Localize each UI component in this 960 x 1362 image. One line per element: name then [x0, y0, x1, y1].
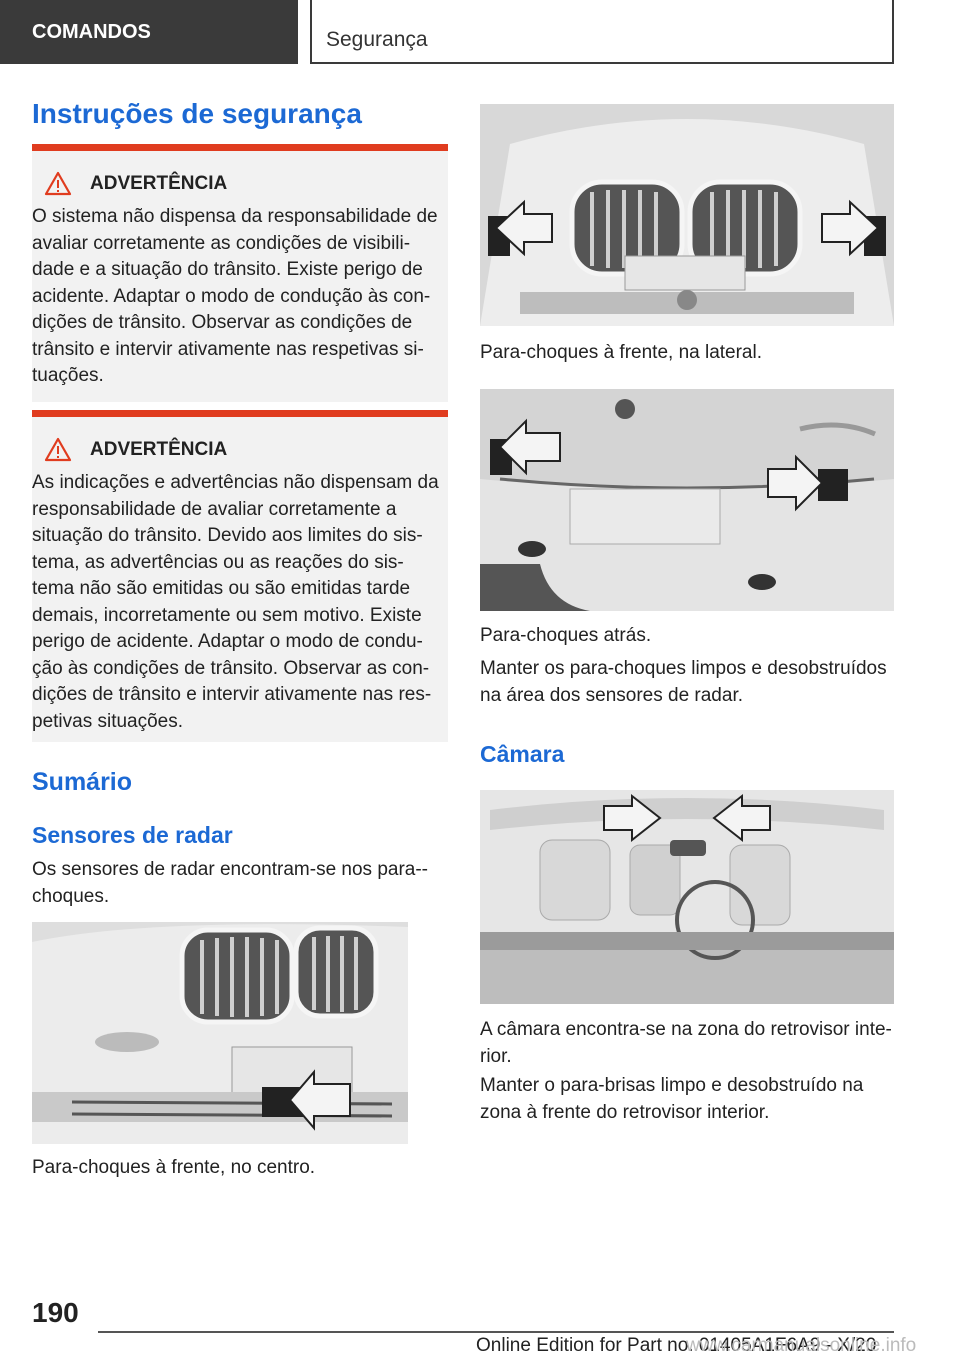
footer-edition: Online Edition for Part no. 01405A1F6A9 … [476, 1335, 877, 1356]
footer-divider [98, 1331, 894, 1333]
warning-text: O sistema não dispensa da responsabilida… [32, 206, 438, 386]
radar-heading: Sensores de radar [32, 822, 233, 848]
figure-front-bumper-side [480, 104, 894, 326]
caption-front-center: Para-choques à frente, no centro. [32, 1157, 316, 1178]
camera-location: A câmara encontra-se na zona do retrovis… [480, 1019, 892, 1067]
arrow-icon [288, 1069, 351, 1131]
warning-label: ADVERTÊNCIA [90, 172, 228, 194]
watermark: www.carmanualsonline.info [686, 1335, 917, 1356]
caption-front-side: Para-choques à frente, na lateral. [480, 342, 763, 363]
header-section-tab: COMANDOS [0, 0, 298, 64]
figure-front-bumper-center [32, 922, 408, 1144]
arrow-icon [494, 199, 553, 257]
warning-label: ADVERTÊNCIA [90, 438, 228, 460]
figure-rear-bumper [480, 389, 894, 611]
warning-triangle-icon [44, 171, 72, 196]
figure-camera [480, 790, 894, 1004]
camera-heading: Câmara [480, 741, 565, 767]
warning-text: As indicações e advertências não dispens… [32, 472, 439, 732]
arrow-icon [712, 793, 771, 843]
caption-rear: Para-choques atrás. [480, 625, 652, 646]
arrow-icon [821, 199, 880, 257]
header-section-label: COMANDOS [32, 20, 151, 43]
header-chapter-label: Segurança [326, 28, 428, 51]
warning-title: ADVERTÊNCIA [32, 171, 442, 196]
arrow-icon [603, 793, 662, 843]
camera-keep-clean: Manter o para-brisas limpo e desobstruíd… [480, 1075, 864, 1123]
page-title: Instruções de segurança [32, 98, 362, 129]
radar-keep-clean: Manter os para-choques limpos e desobstr… [480, 658, 887, 706]
warning-box-2: ADVERTÊNCIA As indicações e advertências… [32, 410, 448, 742]
page-number: 190 [32, 1297, 79, 1328]
warning-triangle-icon [44, 437, 72, 462]
arrow-icon [767, 454, 824, 512]
arrow-icon [498, 418, 561, 476]
warning-box-1: ADVERTÊNCIA O sistema não dispensa da re… [32, 144, 448, 402]
warning-title: ADVERTÊNCIA [32, 437, 442, 462]
summary-heading: Sumário [32, 768, 133, 796]
radar-intro: Os sensores de radar encontram-se nos pa… [32, 859, 429, 907]
header-chapter-tab: Segurança [310, 0, 894, 64]
